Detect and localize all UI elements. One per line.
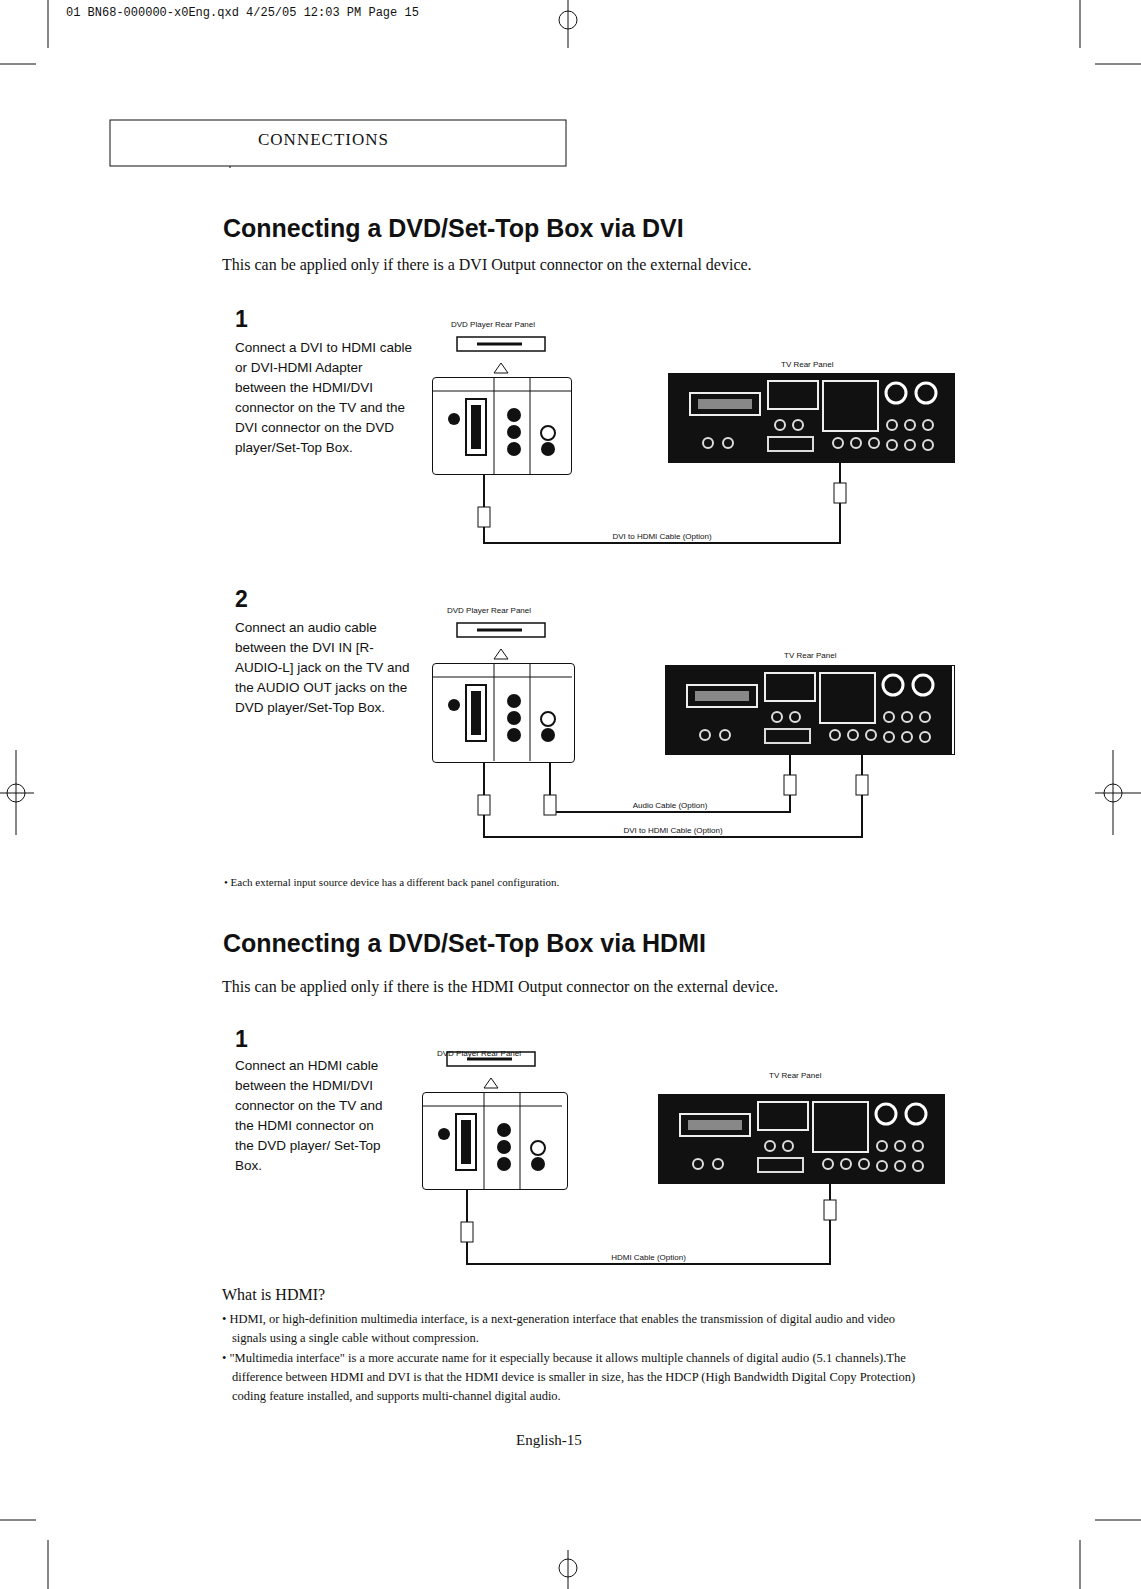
file-header: 01 BN68-000000-x0Eng.qxd 4/25/05 12:03 P… — [66, 6, 419, 20]
cable-plug — [856, 775, 868, 795]
panel-label: TV Rear Panel — [784, 651, 836, 660]
step-text: Connect an HDMI cable between the HDMI/D… — [235, 1056, 395, 1176]
panel-label: DVD Player Rear Panel — [437, 1049, 521, 1058]
step-number: 1 — [235, 1026, 248, 1053]
cable-plug — [784, 775, 796, 795]
cable-label: HDMI Cable (Option) — [608, 1253, 689, 1262]
panel-label: TV Rear Panel — [781, 360, 833, 369]
subheading: What is HDMI? — [222, 1286, 325, 1304]
bullet-text: • HDMI, or high-definition multimedia in… — [222, 1310, 932, 1348]
cable-line — [484, 463, 840, 543]
cable-plug — [834, 483, 846, 503]
cable-line — [550, 755, 790, 812]
panel-label: DVD Player Rear Panel — [447, 606, 531, 615]
cable-label: DVI to HDMI Cable (Option) — [609, 532, 714, 541]
panel-label: TV Rear Panel — [769, 1071, 821, 1080]
cable-line — [467, 1180, 830, 1264]
step-number: 2 — [235, 586, 248, 613]
intro-text: This can be applied only if there is the… — [222, 978, 778, 996]
cable-line — [484, 755, 862, 837]
cable-plug — [478, 507, 490, 527]
cable-label: Audio Cable (Option) — [630, 801, 711, 810]
cable-plug — [461, 1222, 473, 1242]
cable-plug — [824, 1200, 836, 1220]
cable-plug — [544, 795, 556, 815]
dvd-rear-panel: DVD Player Rear Panel — [432, 377, 572, 475]
tv-rear-panel: TV Rear Panel — [668, 373, 955, 463]
chapter-tab: CONNECTIONS — [258, 130, 389, 150]
section-heading: Connecting a DVD/Set-Top Box via HDMI — [223, 929, 706, 958]
footnote: • Each external input source device has … — [224, 876, 559, 888]
tv-rear-panel: TV Rear Panel — [658, 1094, 945, 1180]
section-heading: Connecting a DVD/Set-Top Box via DVI — [223, 214, 684, 243]
dvd-rear-panel: DVD Player Rear Panel — [432, 663, 575, 763]
cable-plug — [478, 795, 490, 815]
step-text: Connect a DVI to HDMI cable or DVI-HDMI … — [235, 338, 413, 458]
cable-label: DVI to HDMI Cable (Option) — [620, 826, 725, 835]
panel-label: DVD Player Rear Panel — [451, 320, 535, 329]
step-text: Connect an audio cable between the DVI I… — [235, 618, 413, 718]
step-number: 1 — [235, 306, 248, 333]
page-number: English-15 — [516, 1432, 582, 1449]
dvd-rear-panel: DVD Player Rear Panel — [422, 1092, 568, 1190]
bullet-text: • "Multimedia interface" is a more accur… — [222, 1349, 932, 1406]
tv-rear-panel: TV Rear Panel — [665, 665, 955, 755]
intro-text: This can be applied only if there is a D… — [222, 256, 752, 274]
